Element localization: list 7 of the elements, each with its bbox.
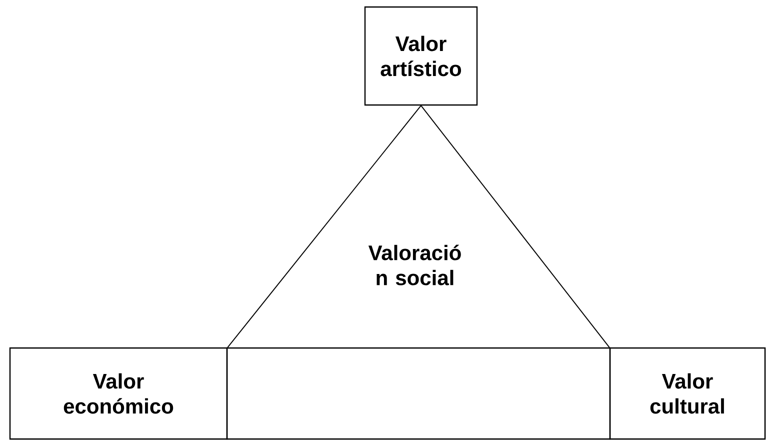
connector-line	[227, 105, 422, 348]
triangle-label: Valoració n social	[368, 244, 461, 286]
value-box: Valor económico	[9, 347, 228, 440]
empty-box	[226, 347, 611, 440]
connector-line	[420, 105, 610, 348]
value-box: Valor artístico	[364, 6, 478, 106]
value-box: Valor cultural	[609, 347, 766, 440]
